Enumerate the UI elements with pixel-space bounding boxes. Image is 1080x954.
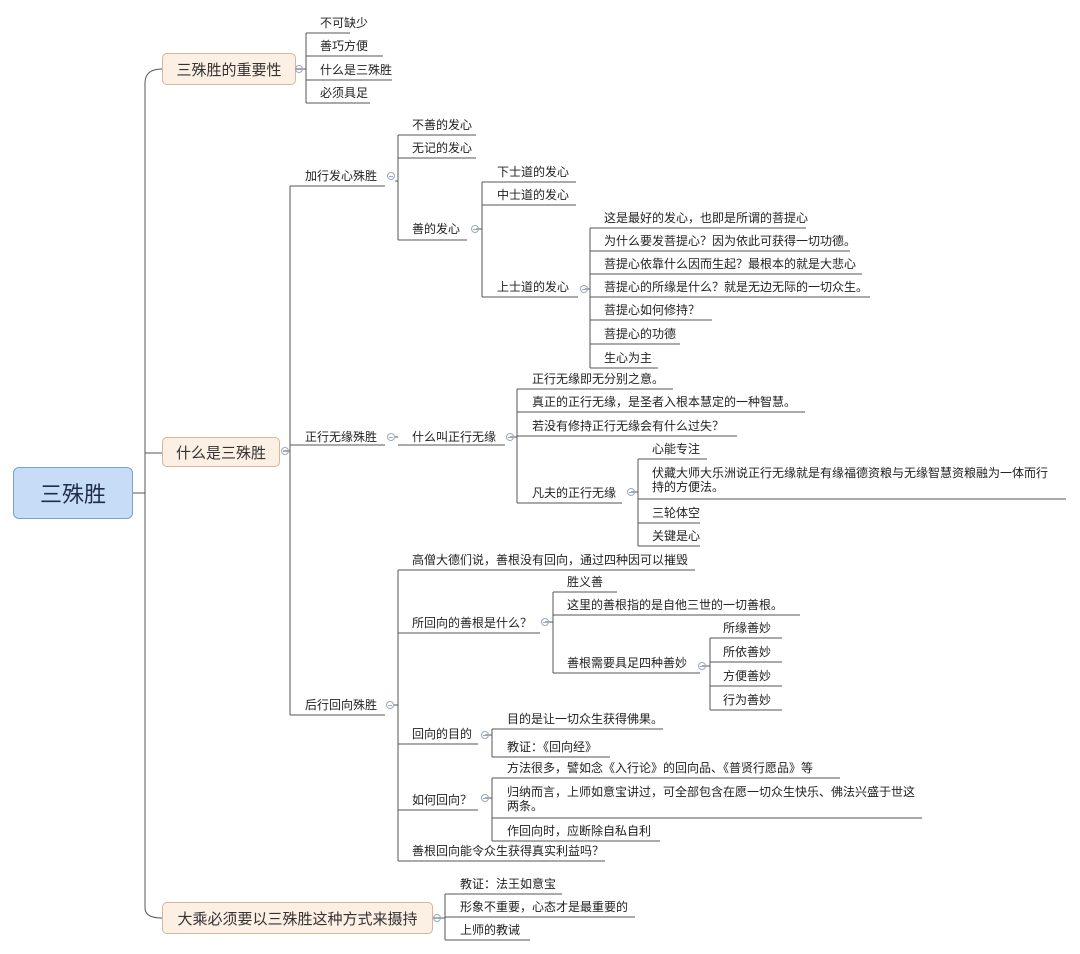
mahayana-item[interactable]: 教证：法王如意宝	[460, 877, 557, 891]
collapse-icon[interactable]	[481, 731, 489, 739]
branch-what-is-label: 什么是三殊胜	[175, 443, 266, 462]
importance-item[interactable]: 善巧方便	[320, 39, 369, 53]
collapse-icon[interactable]	[281, 447, 289, 455]
root-label: 三殊胜	[39, 483, 106, 508]
branch-what-is[interactable]: 什么是三殊胜	[162, 437, 280, 467]
fanfu-node[interactable]: 凡夫的正行无缘	[532, 486, 617, 500]
importance-item[interactable]: 不可缺少	[320, 16, 369, 30]
houxing-node[interactable]: 后行回向殊胜	[305, 698, 378, 712]
root-node[interactable]: 三殊胜	[13, 467, 133, 519]
mudi-item[interactable]: 目的是让一切众生获得佛果。	[507, 712, 664, 726]
shangshi-item[interactable]: 生心为主	[604, 351, 653, 365]
ruhe-node[interactable]: 如何回向？	[412, 793, 473, 807]
collapse-icon[interactable]	[541, 618, 549, 626]
branch-importance[interactable]: 三殊胜的重要性	[162, 53, 296, 85]
mahayana-item[interactable]: 上师的教诫	[460, 923, 521, 937]
shangen-node[interactable]: 善根回向能令众生获得真实利益吗？	[412, 844, 605, 858]
sizhong-node[interactable]: 善根需要具足四种善妙	[567, 656, 688, 670]
sizhong-item[interactable]: 方便善妙	[723, 669, 772, 683]
shangshi-item[interactable]: 菩提心的所缘是什么？就是无边无际的一切众生。	[604, 280, 869, 294]
importance-item[interactable]: 必须具足	[320, 86, 369, 100]
sizhong-item[interactable]: 所缘善妙	[723, 621, 772, 635]
ruhe-item[interactable]: 方法很多，譬如念《入行论》的回向品、《普贤行愿品》等	[507, 761, 814, 775]
sizhong-item[interactable]: 行为善妙	[723, 693, 772, 707]
mudi-node[interactable]: 回向的目的	[412, 727, 473, 741]
mudi-item[interactable]: 教证：《回向经》	[507, 740, 598, 754]
what-item[interactable]: 真正的正行无缘，是圣者入根本慧定的一种智慧。	[532, 395, 797, 409]
shan-node[interactable]: 善的发心	[412, 222, 461, 236]
zhongshi-node[interactable]: 中士道的发心	[497, 188, 570, 202]
what-item[interactable]: 正行无缘即无分别之意。	[532, 372, 665, 386]
zhengxing-node[interactable]: 正行无缘殊胜	[305, 430, 378, 444]
shangshi-item[interactable]: 菩提心依靠什么因而生起？最根本的就是大悲心	[604, 257, 857, 271]
importance-item[interactable]: 什么是三殊胜	[320, 63, 393, 77]
collapse-icon[interactable]	[295, 65, 303, 73]
gaoseng-node[interactable]: 高僧大德们说，善根没有回向，通过四种因可以摧毁	[412, 553, 689, 567]
fanfu-item[interactable]: 三轮体空	[652, 506, 701, 520]
collapse-icon[interactable]	[433, 914, 441, 922]
branch-mahayana-label: 大乘必须要以三殊胜这种方式来摄持	[177, 909, 418, 928]
jiaxing-node[interactable]: 加行发心殊胜	[305, 169, 378, 183]
what-item[interactable]: 若没有修持正行无缘会有什么过失？	[532, 419, 725, 433]
shangshi-item[interactable]: 为什么要发菩提心？因为依此可获得一切功德。	[604, 234, 857, 248]
branch-importance-label: 三殊胜的重要性	[176, 60, 282, 79]
collapse-icon[interactable]	[481, 794, 489, 802]
fanfu-item[interactable]: 伏藏大师大乐洲说正行无缘就是有缘福德资粮与无缘智慧资粮融为一体而行持的方便法。	[652, 466, 1049, 494]
sizhong-item[interactable]: 所依善妙	[723, 645, 772, 659]
suohuixiang-node[interactable]: 所回向的善根是什么？	[412, 616, 533, 630]
fanfu-item[interactable]: 关键是心	[652, 529, 701, 543]
branch-mahayana[interactable]: 大乘必须要以三殊胜这种方式来摄持	[162, 902, 433, 934]
ruhe-item[interactable]: 归纳而言，上师如意宝讲过，可全部包含在愿一切众生快乐、佛法兴盛于世这两条。	[507, 785, 916, 813]
zheli-node[interactable]: 这里的善根指的是自他三世的一切善根。	[567, 598, 784, 612]
collapse-icon[interactable]	[386, 701, 394, 709]
xiashi-node[interactable]: 下士道的发心	[497, 165, 570, 179]
shangshi-item[interactable]: 这是最好的发心，也即是所谓的菩提心	[604, 211, 809, 225]
collapse-icon[interactable]	[580, 285, 588, 293]
collapse-icon[interactable]	[387, 172, 395, 180]
mahayana-item[interactable]: 形象不重要，心态才是最重要的	[460, 900, 629, 914]
collapse-icon[interactable]	[506, 433, 514, 441]
shangshi-item[interactable]: 菩提心如何修持？	[604, 303, 701, 317]
collapse-icon[interactable]	[387, 433, 395, 441]
shangshi-node[interactable]: 上士道的发心	[497, 280, 570, 294]
collapse-icon[interactable]	[471, 225, 479, 233]
collapse-icon[interactable]	[698, 662, 706, 670]
wuji-node[interactable]: 无记的发心	[412, 141, 473, 155]
fanfu-item[interactable]: 心能专注	[652, 442, 701, 456]
bushan-node[interactable]: 不善的发心	[412, 118, 473, 132]
shengyi-node[interactable]: 胜义善	[567, 575, 604, 589]
shangshi-item[interactable]: 菩提心的功德	[604, 327, 677, 341]
what-node[interactable]: 什么叫正行无缘	[412, 430, 497, 444]
ruhe-item[interactable]: 作回向时，应断除自私自利	[507, 824, 652, 838]
collapse-icon[interactable]	[627, 488, 635, 496]
